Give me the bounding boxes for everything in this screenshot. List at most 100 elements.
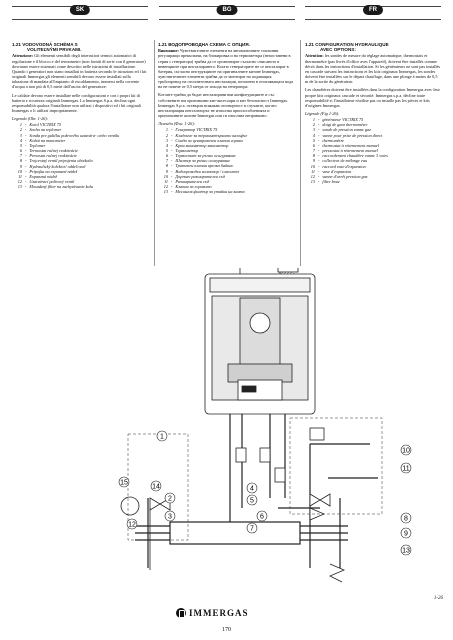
legend-text: Генератор VICTRIX 75	[175, 127, 218, 133]
legend-dash: -	[25, 173, 27, 179]
legend-number: 5	[312, 137, 315, 143]
legend-item: 4-Kohút na manometer	[12, 138, 148, 143]
legend-dash: -	[171, 173, 173, 179]
legend-number: 7	[165, 158, 168, 164]
legend-item: 12-Uzatvárací palivový ventil	[12, 179, 148, 184]
legend-item: 7-Шалтер за ръчно осигуряване	[158, 158, 294, 163]
callout-label: 9	[404, 531, 408, 538]
attention-label: Attention:	[305, 53, 324, 59]
legend-number: 12	[163, 184, 168, 190]
legend-item: 4-vanne pour prise de pression direct	[305, 133, 441, 138]
column-bg: 1.21 ВОДОПРОВОДНА СХЕМА С ОПЦИЯ. Внимани…	[158, 42, 294, 194]
legend-number: 2	[19, 127, 22, 133]
legend-dash: -	[318, 127, 320, 133]
pipework	[135, 414, 378, 568]
legend-text: Kohút na manometer	[29, 137, 66, 143]
legend-number: 11	[311, 168, 315, 174]
legend-item: 12-vanne d'arrêt pression gaz	[305, 174, 441, 179]
header-bar-fr: FR	[305, 5, 441, 20]
legend-item: 7-pressostat à réarmement manuel	[305, 148, 441, 153]
legend-item: 5-Термометър	[158, 148, 294, 153]
legend-text: raccord vase d'expansion	[322, 163, 366, 169]
page-number: 170	[222, 627, 231, 633]
legend-text: Термостат за ръчно осигуряване	[175, 153, 236, 159]
legend-dash: -	[318, 158, 320, 164]
legend-dash: -	[171, 158, 173, 164]
legend-dash: -	[25, 179, 27, 184]
legend-text: Водопроводен колектор / смесител	[175, 168, 240, 174]
paragraph: Attention: les sondes de mesure du régla…	[305, 53, 441, 84]
column-divider	[154, 40, 155, 266]
legend-dash: -	[25, 168, 27, 174]
legend-number: 12	[310, 173, 315, 179]
legend-text: Mosadzný filter na zachytávanie kalu	[29, 184, 93, 190]
legend-number: 9	[19, 163, 22, 169]
legend-item: 2-Кладенче за термометърното калъфче	[158, 133, 294, 138]
callout-label: 8	[404, 516, 408, 523]
callout-label: 5	[250, 498, 254, 505]
legend-text: thermostat à réarmement manuel	[322, 142, 379, 148]
legend-item: 11-Expanzná nádrž	[12, 174, 148, 179]
legend-item: 4-Кран манометър манометър	[158, 143, 294, 148]
callout-label: 6	[260, 514, 264, 521]
legend-item: 5-Teplomer	[12, 143, 148, 148]
callout-label: 7	[250, 526, 254, 533]
section-title-bg: 1.21 ВОДОПРОВОДНА СХЕМА С ОПЦИЯ.	[158, 42, 250, 47]
legend-item: 13-Месингов филтър за утайки на калта	[158, 189, 294, 194]
legend-item: 9-Hydraulický kolektor/ oddeľovač	[12, 164, 148, 169]
legend-dash: -	[318, 168, 320, 174]
legend-text: Държач разширителен съд	[175, 173, 225, 179]
legend-item: 2-doigt de gant thermomètre	[305, 122, 441, 127]
logo-text: IMMERGAS	[189, 608, 249, 618]
legend-title: Légende (Fig 1-26):	[305, 110, 340, 116]
legend-dash: -	[171, 163, 173, 169]
legend-text: Sonda pre guličku pokrového uzatvára- ci…	[29, 132, 120, 138]
callout-label: 10	[402, 448, 410, 455]
legend-item: 8-Trojcestný ventil pripojenia obtekača	[12, 158, 148, 163]
legend-number: 7	[19, 153, 22, 159]
legend-item: 13-filtre boue	[305, 179, 441, 184]
legend-number: 5	[165, 148, 168, 154]
legend-item: 6-thermostat à réarmement manuel	[305, 143, 441, 148]
legend-dash: -	[171, 137, 173, 143]
legend-dash: -	[25, 132, 27, 138]
section-title-sk: 1.21 VODOVODNÁ SCHÉMA S VOLITEĽNÝMI PRVK…	[12, 42, 148, 52]
legend-number: 3	[165, 137, 168, 143]
legend-text: collecteur de mélange eau	[322, 158, 368, 164]
legend-text: Sacha na teplomer	[29, 127, 62, 133]
legend-text: Термометър	[175, 148, 199, 154]
legend-text: vanne d'arrêt pression gaz	[322, 173, 368, 179]
legend-text: Кладенче за термометърното калъфче	[175, 132, 248, 138]
legend-text: vase d'expansion	[322, 168, 352, 174]
paragraph-text: les sondes de mesure du réglage automati…	[305, 53, 441, 85]
legend-text: Kotol VICTRIX 75	[29, 122, 62, 128]
header-bar-sk: SK	[12, 5, 148, 20]
legend-title: Легенда (Фиг. 1-26):	[158, 121, 196, 127]
legend-number: 8	[19, 158, 22, 164]
legend-number: 1	[19, 122, 22, 128]
legend-number: 3	[312, 127, 315, 133]
legend-number: 13	[310, 179, 315, 184]
legend-item: 1-générateur VICTRIX 75	[305, 117, 441, 122]
legend-number: 10	[17, 168, 22, 174]
legend-number: 13	[163, 189, 168, 195]
legend-text: Expanzná nádrž	[29, 173, 57, 179]
legend-dash: -	[25, 137, 27, 143]
legend-dash: -	[25, 153, 27, 159]
legend-text: Сонда за центровъчен клапан горивo	[175, 137, 243, 143]
paragraph: Attenzione: Gli elementi sensibili degli…	[12, 53, 148, 89]
legend-number: 9	[312, 158, 315, 164]
callout-label: 14	[152, 484, 160, 491]
legend-text: Hydraulický kolektor/ oddeľovač	[29, 163, 86, 169]
callout-label: 13	[402, 548, 410, 555]
legend-item: 6-Termostat ručnej reaktivácie	[12, 148, 148, 153]
section-title-line: AVEC OPTIONS:	[320, 47, 356, 53]
legend-text: générateur VICTRIX 75	[322, 117, 364, 123]
language-badge-bg: BG	[216, 5, 238, 15]
legend-item: 8-raccordement chaudière vanne 3 voies	[305, 153, 441, 158]
legend-number: 4	[165, 142, 168, 148]
language-badge-fr: FR	[363, 5, 383, 15]
components	[120, 427, 346, 583]
legend-text: pressostat à réarmement manuel	[322, 148, 378, 154]
